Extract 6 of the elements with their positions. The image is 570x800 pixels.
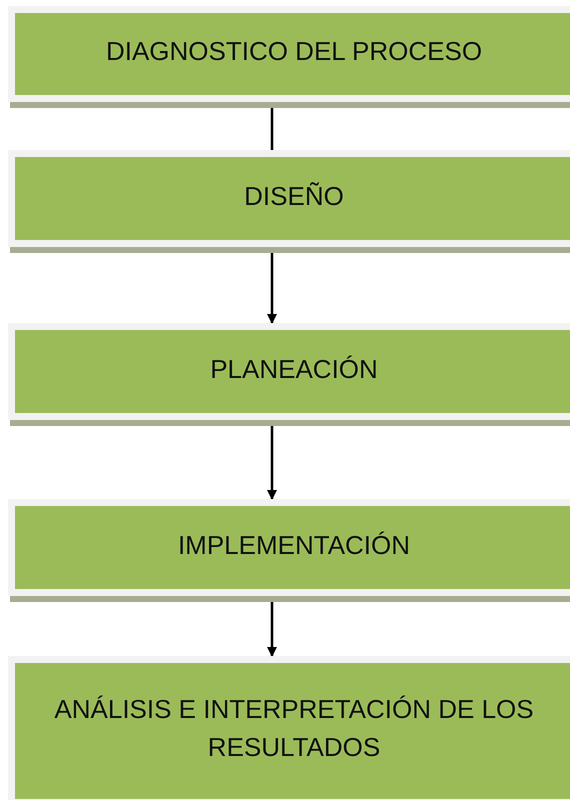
step-label: DISEÑO bbox=[244, 180, 344, 213]
step-label: IMPLEMENTACIÓN bbox=[178, 528, 410, 562]
step-label: PLANEACIÓN bbox=[210, 352, 378, 386]
step-label: DIAGNOSTICO DEL PROCESO bbox=[106, 35, 482, 68]
process-box bbox=[8, 656, 570, 800]
step-label: ANÁLISIS E INTERPRETACIÓN DE LOS RESULTADOS bbox=[53, 693, 535, 764]
